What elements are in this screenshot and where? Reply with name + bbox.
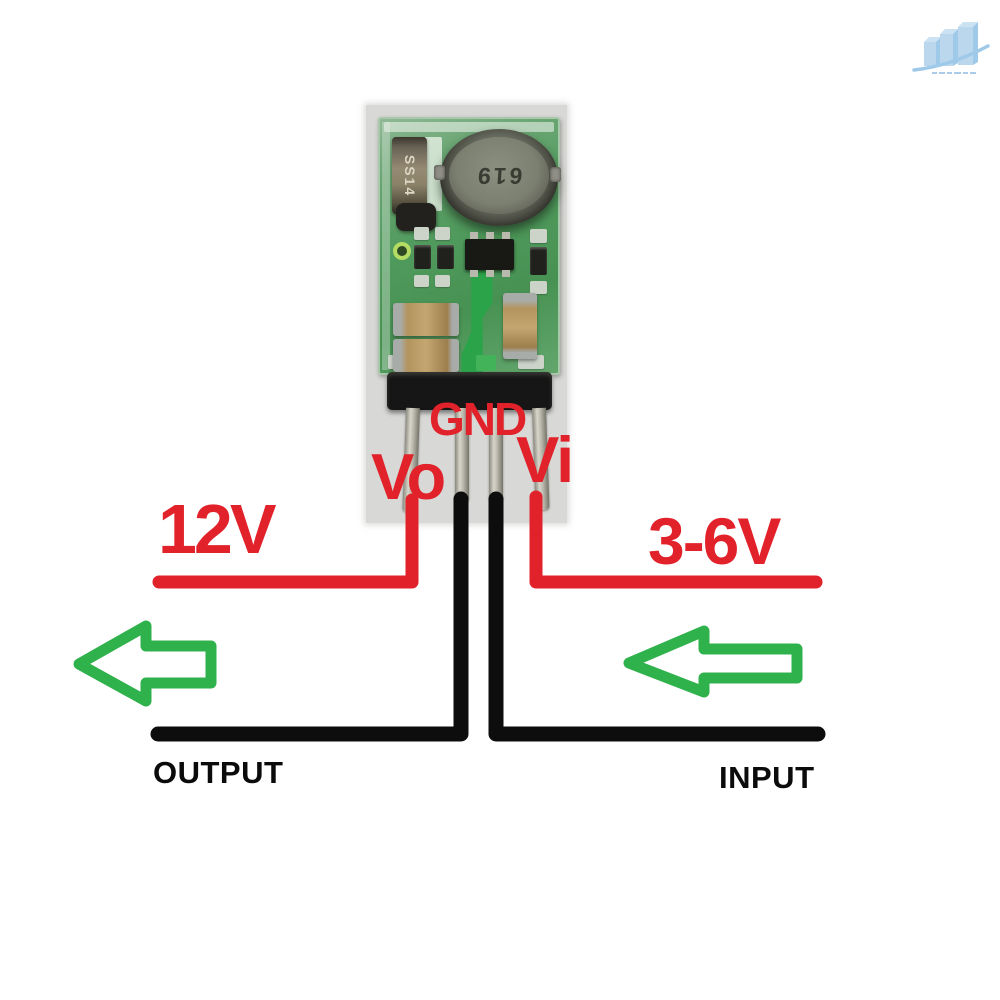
solder-pad xyxy=(414,275,429,287)
capacitor-small xyxy=(396,203,436,231)
diode-marking: SS14 xyxy=(401,154,418,197)
silkscreen-patch xyxy=(424,137,442,211)
vi-pin-label: Vi xyxy=(516,423,574,496)
inductor-marking: 619 xyxy=(474,163,524,189)
gnd-pin-label: GND xyxy=(429,393,527,445)
input-side-label: INPUT xyxy=(719,760,815,795)
pin-gnd-left xyxy=(455,408,469,502)
capacitor-component xyxy=(393,303,459,336)
solder-pad xyxy=(435,227,450,240)
silkscreen-strip xyxy=(384,122,554,132)
arrow-left-icon xyxy=(623,625,803,698)
solder-pad xyxy=(530,281,547,294)
silkscreen-edge xyxy=(382,122,390,370)
input-voltage-label: 3-6V xyxy=(648,504,781,578)
solder-pad xyxy=(530,229,547,243)
pcb-board: SS14 619 xyxy=(378,117,561,377)
solder-pad xyxy=(414,227,429,240)
inductor-top-face: 619 xyxy=(449,137,549,214)
solder-pad xyxy=(435,275,450,287)
resistor-component xyxy=(437,245,454,269)
pin-gnd-right xyxy=(489,408,503,502)
inductor-component: 619 xyxy=(440,129,558,226)
output-voltage-label: 12V xyxy=(158,490,277,568)
pcb-trace xyxy=(476,355,496,371)
arrow-left-icon xyxy=(73,620,217,707)
ic-chip xyxy=(465,232,514,277)
watermark-logo xyxy=(912,22,990,74)
via-hole xyxy=(393,242,411,260)
module-photo: SS14 619 xyxy=(366,105,567,523)
vo-pin-label: Vo xyxy=(371,440,446,513)
inductor-tab xyxy=(434,165,445,180)
capacitor-component xyxy=(393,339,459,372)
diode-component: SS14 xyxy=(392,137,427,214)
resistor-component xyxy=(530,247,547,275)
inductor-tab xyxy=(550,167,561,182)
resistor-component xyxy=(414,245,431,269)
output-side-label: OUTPUT xyxy=(153,755,284,790)
capacitor-component xyxy=(503,293,537,359)
pin-header xyxy=(387,372,552,410)
